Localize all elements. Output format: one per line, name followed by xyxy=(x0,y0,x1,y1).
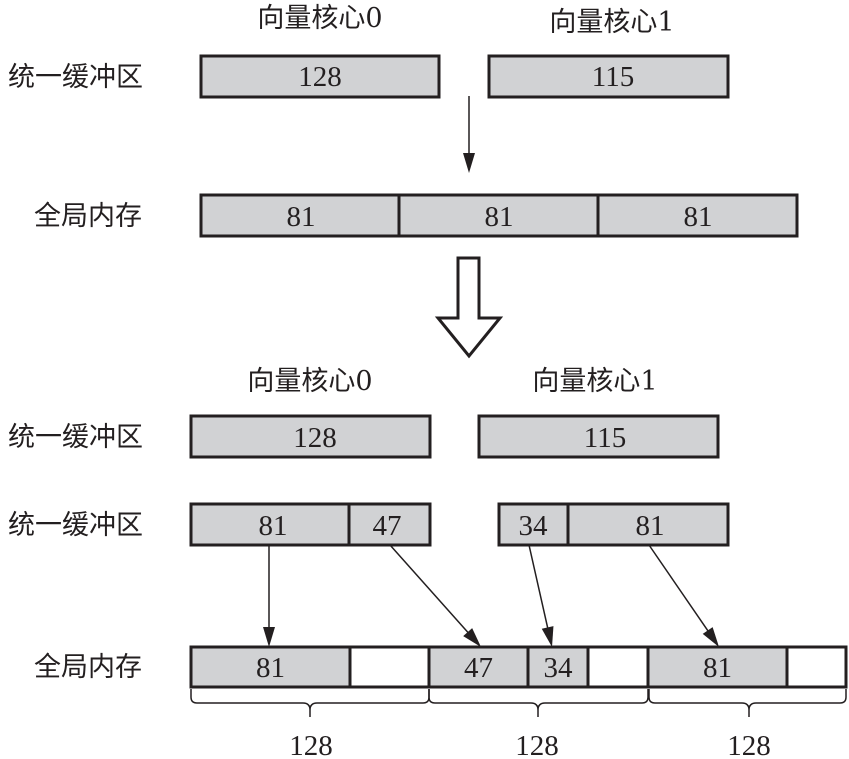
ub-block-value: 115 xyxy=(592,61,634,93)
ub-block-core1-top: 115 xyxy=(487,54,730,99)
ub-label-bottom-2: 统一缓冲区 xyxy=(8,510,143,541)
core0-label-top: 向量核心0 xyxy=(257,3,382,34)
arrow-core0-81 xyxy=(263,545,275,647)
mapping-arrows xyxy=(263,544,719,647)
ub-split-value: 81 xyxy=(636,510,665,542)
ub-split-value: 81 xyxy=(259,510,288,542)
ub-label-top: 统一缓冲区 xyxy=(8,62,143,93)
gm-segment xyxy=(596,193,799,238)
gm-label-top: 全局内存 xyxy=(34,201,142,232)
core1-label-bottom: 向量核心1 xyxy=(532,366,657,397)
arrow-line xyxy=(528,544,549,631)
ub-block-value: 128 xyxy=(293,422,337,454)
ub-block-rect xyxy=(199,54,441,99)
ub-block-core1-bottom: 115 xyxy=(477,414,720,459)
gm-segment-filled xyxy=(526,645,590,689)
ub-block-value: 115 xyxy=(584,422,626,454)
arrow-line xyxy=(389,544,471,635)
gm-row-top: 81 81 81 xyxy=(199,193,799,238)
gm-segment-value: 81 xyxy=(485,201,514,233)
brace-label: 128 xyxy=(727,730,771,759)
ub-label-bottom-1: 统一缓冲区 xyxy=(8,422,143,453)
arrow-core0-47 xyxy=(389,544,481,647)
arrow-ub-to-gm-top xyxy=(463,96,475,173)
arrow-core1-34 xyxy=(528,544,554,647)
arrow-core1-81 xyxy=(648,544,719,647)
gm-segment-filled xyxy=(646,645,789,689)
brace-label: 128 xyxy=(515,730,559,759)
arrow-line xyxy=(648,544,710,634)
ub-split-value: 47 xyxy=(373,510,402,542)
ub-split-segment xyxy=(347,502,432,547)
arrowhead-icon xyxy=(463,153,475,173)
ub-block-rect xyxy=(487,54,730,99)
ub-block-core0-top: 128 xyxy=(199,54,441,99)
gm-segment-value: 47 xyxy=(464,652,493,684)
gm-segment-value: 81 xyxy=(703,652,732,684)
brace-2 xyxy=(428,689,649,717)
core0-label-bottom: 向量核心0 xyxy=(247,366,372,397)
gm-row-bottom: 81 47 34 81 xyxy=(189,645,848,689)
gm-segment-filled xyxy=(189,645,352,689)
gm-label-bottom: 全局内存 xyxy=(34,652,142,683)
ub-block-value: 128 xyxy=(298,61,342,93)
core1-label-top: 向量核心1 xyxy=(549,7,674,38)
arrowhead-icon xyxy=(541,626,554,647)
gm-segment-value: 81 xyxy=(287,201,316,233)
arrowhead-icon xyxy=(463,628,481,647)
ub-block-core0-bottom: 128 xyxy=(189,414,432,459)
brace-1 xyxy=(190,689,430,717)
gm-segment-value: 81 xyxy=(684,201,713,233)
ub-split-core0: 81 47 xyxy=(189,502,432,547)
ub-block-rect xyxy=(477,414,720,459)
gm-segment-value: 81 xyxy=(256,652,285,684)
ub-block-rect xyxy=(189,414,432,459)
gm-segment xyxy=(199,193,401,238)
ub-split-core1: 34 81 xyxy=(497,502,730,547)
brace-group: 128 128 128 xyxy=(190,689,847,759)
gm-segment-empty xyxy=(348,645,431,689)
gm-segment-empty xyxy=(586,645,650,689)
gm-segment-empty xyxy=(785,645,848,689)
gm-segment-value: 34 xyxy=(544,652,574,684)
ub-split-segment xyxy=(566,502,730,547)
brace-3 xyxy=(648,689,847,717)
arrowhead-icon xyxy=(702,627,719,647)
gm-segment-filled xyxy=(427,645,530,689)
ub-split-value: 34 xyxy=(519,510,549,542)
brace-label: 128 xyxy=(289,730,333,759)
hollow-down-arrow-icon xyxy=(434,256,504,359)
arrowhead-icon xyxy=(263,627,275,647)
